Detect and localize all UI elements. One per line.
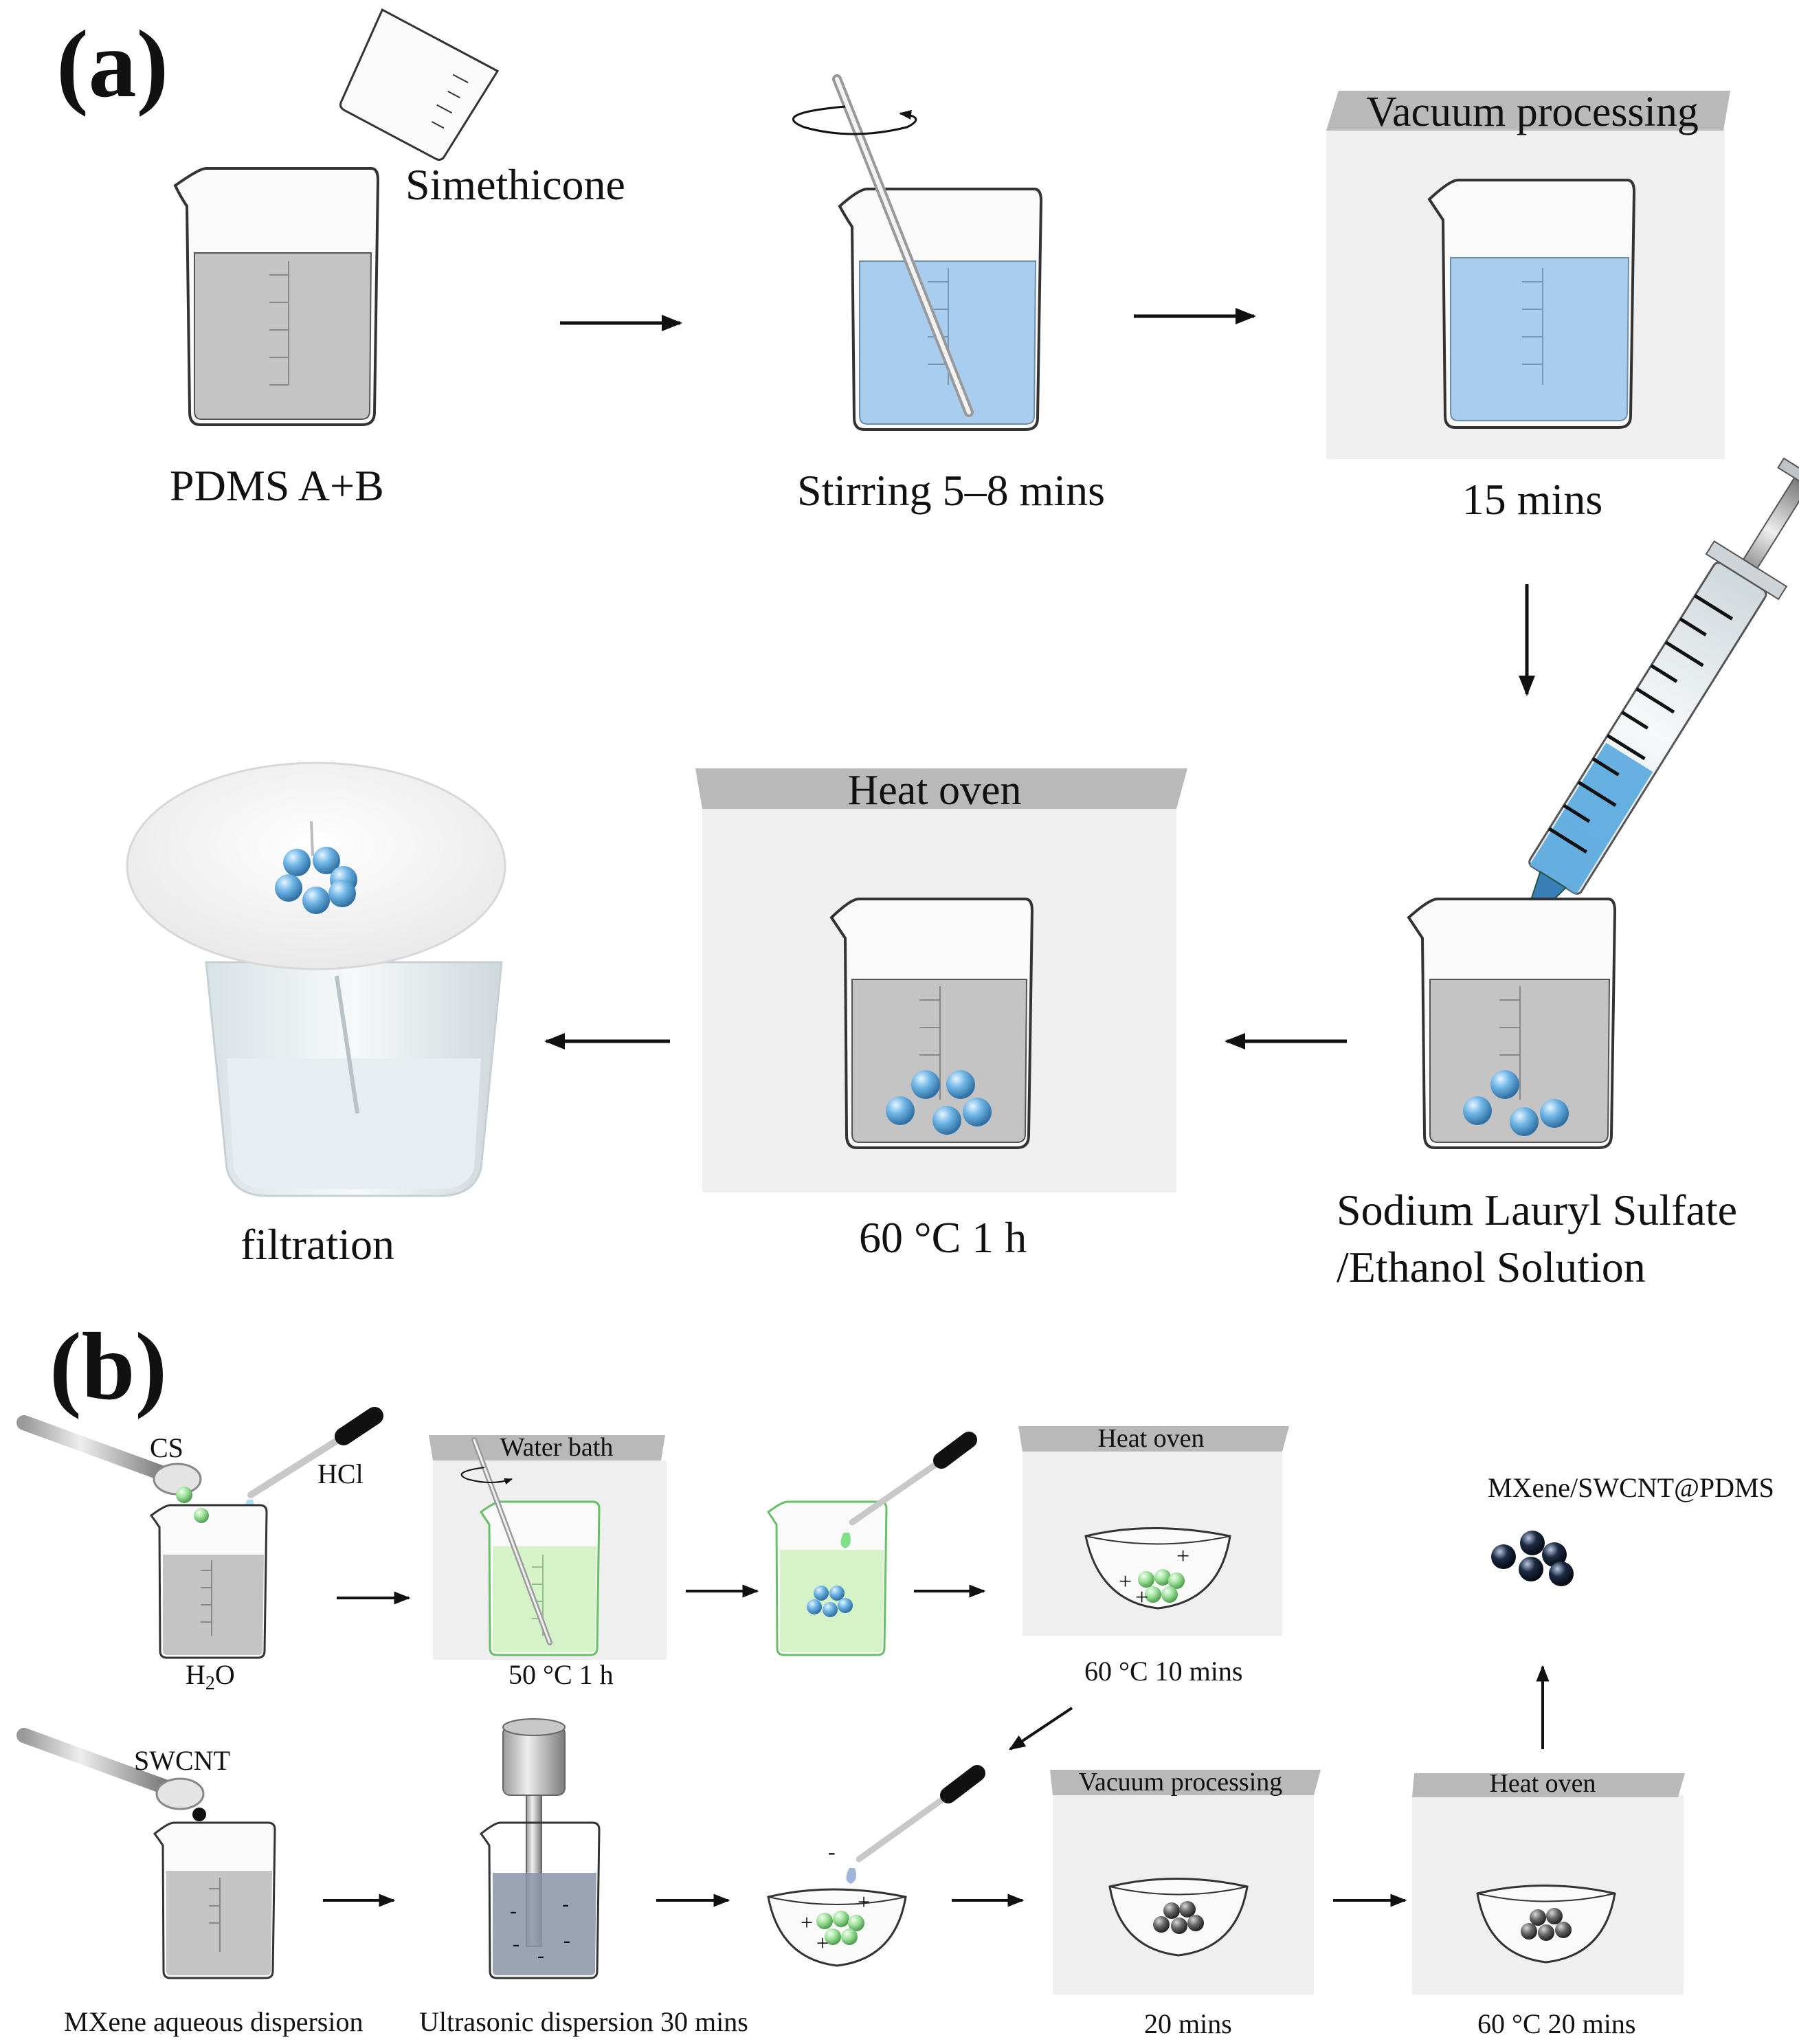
- ultrasonic-probe-icon: [502, 1718, 566, 1947]
- beaker-icon: [153, 1821, 276, 1979]
- beaker-icon: [149, 1504, 268, 1659]
- heat-oven2-caption: 60 °C 20 mins: [1477, 2008, 1635, 2039]
- svg-text:-: -: [537, 1944, 544, 1967]
- product-spheres: [1491, 1531, 1574, 1586]
- syringe-caption-line1: Sodium Lauryl Sulfate: [1337, 1186, 1737, 1234]
- mxene-caption: MXene aqueous dispersion: [64, 2006, 363, 2037]
- svg-text:-: -: [510, 1900, 517, 1922]
- heat-oven2-title: Heat oven: [1489, 1769, 1596, 1798]
- beaker-icon: [173, 167, 380, 426]
- h2o-label: H2O: [186, 1659, 235, 1694]
- bowl-icon: + + +: [767, 1888, 907, 1967]
- water-bath-title: Water bath: [500, 1433, 614, 1462]
- svg-text:-: -: [513, 1933, 519, 1955]
- beaker-icon: [1427, 179, 1636, 429]
- heat-oven1-title: Heat oven: [1097, 1424, 1204, 1453]
- ultrasonic-caption: Ultrasonic dispersion 30 mins: [419, 2006, 748, 2037]
- pdms-caption: PDMS A+B: [170, 461, 384, 510]
- stirring-caption: Stirring 5–8 mins: [797, 466, 1105, 515]
- spoon-icon: [16, 1415, 202, 1503]
- gray-liquid: [194, 252, 372, 420]
- heat-oven1-caption: 60 °C 10 mins: [1084, 1656, 1242, 1687]
- svg-text:+: +: [816, 1931, 829, 1955]
- blue-liquid: [1450, 257, 1630, 421]
- pouring-beaker-icon: [339, 8, 500, 161]
- filtration-cup-icon: [205, 961, 503, 1197]
- panel-a-label: (a): [56, 11, 168, 118]
- simethicone-label: Simethicone: [405, 160, 625, 209]
- svg-text:-: -: [563, 1929, 570, 1952]
- beaker-icon: - - - - -: [479, 1821, 601, 1979]
- svg-text:-: -: [562, 1893, 569, 1915]
- swcnt-label: SWCNT: [134, 1745, 230, 1776]
- beaker-icon: [829, 898, 1034, 1149]
- beaker-icon: [838, 188, 1043, 431]
- heat-oven-title: Heat oven: [847, 767, 1021, 814]
- stirring-rod-icon: [792, 74, 974, 417]
- product-label: MXene/SWCNT@PDMS: [1488, 1472, 1774, 1503]
- filtration-caption: filtration: [241, 1220, 394, 1269]
- svg-text:+: +: [801, 1910, 813, 1935]
- svg-text:-: -: [828, 1839, 836, 1864]
- syringe-caption-line2: /Ethanol Solution: [1337, 1243, 1646, 1291]
- svg-text:+: +: [858, 1889, 870, 1914]
- spoon-icon: [16, 1728, 206, 1821]
- beaker-icon: [766, 1500, 888, 1656]
- beaker-icon: [1407, 898, 1617, 1149]
- cs-label: CS: [150, 1432, 183, 1463]
- bowl-icon: [1108, 1878, 1249, 1957]
- syringe-icon: [1525, 457, 1799, 922]
- sphere-cluster: [275, 821, 357, 914]
- bowl-icon: [1476, 1885, 1616, 1964]
- arrow-icon: [1009, 1707, 1073, 1751]
- panel-b-label: (b): [49, 1313, 167, 1420]
- vacuum-b-caption: 20 mins: [1144, 2008, 1232, 2039]
- svg-text:+: +: [1176, 1544, 1189, 1569]
- vacuum-title: Vacuum processing: [1366, 89, 1699, 135]
- vacuum-b-title: Vacuum processing: [1079, 1768, 1283, 1797]
- hcl-label: HCl: [317, 1458, 364, 1489]
- svg-text:+: +: [1135, 1585, 1148, 1610]
- vacuum-caption: 15 mins: [1462, 475, 1602, 524]
- dropper-icon: -: [828, 1765, 985, 1884]
- stirring-rod-icon: [460, 1437, 552, 1645]
- beaker-icon: [479, 1500, 601, 1656]
- dropper-icon: [840, 1432, 977, 1548]
- water-bath-caption: 50 °C 1 h: [509, 1659, 614, 1690]
- svg-text:+: +: [1119, 1569, 1132, 1595]
- oven-caption: 60 °C 1 h: [859, 1213, 1027, 1262]
- bowl-icon: + + +: [1084, 1527, 1231, 1610]
